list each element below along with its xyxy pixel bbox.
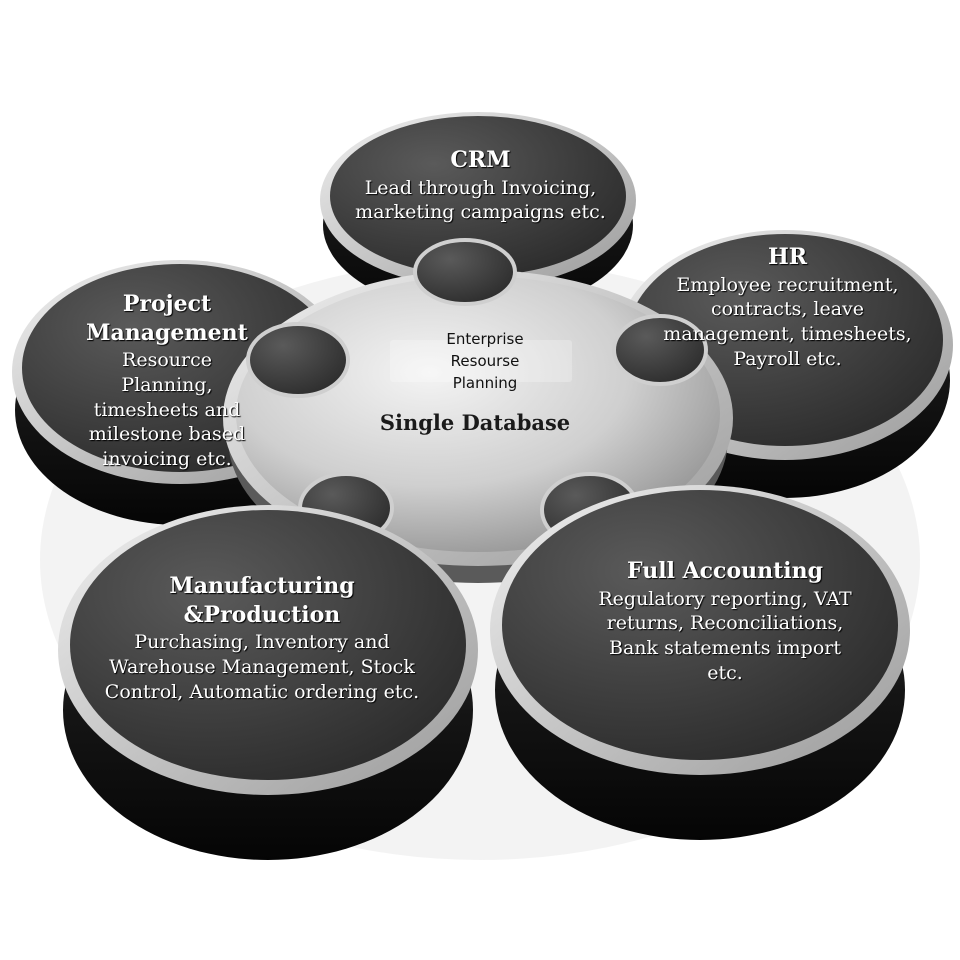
module-manufacturing: Manufacturing &Production Purchasing, In… xyxy=(92,572,432,704)
module-hr: HR Employee recruitment, contracts, leav… xyxy=(655,243,920,371)
module-hr-description: Employee recruitment, contracts, leave m… xyxy=(663,273,912,370)
module-manufacturing-description: Purchasing, Inventory and Warehouse Mana… xyxy=(104,631,420,703)
module-hr-title: HR xyxy=(767,244,808,270)
module-crm-description: Lead through Invoicing, marketing campai… xyxy=(355,176,606,224)
module-project-management: Project Management Resource Planning, ti… xyxy=(42,290,292,472)
center-label: Enterprise Resourse Planning xyxy=(446,330,524,392)
module-crm-title: CRM xyxy=(450,147,511,173)
module-crm: CRM Lead through Invoicing, marketing ca… xyxy=(348,146,613,225)
module-accounting-title: Full Accounting xyxy=(626,558,824,584)
center-subtitle: Single Database xyxy=(379,410,571,435)
module-project-management-title: Project Management xyxy=(86,291,248,346)
module-accounting: Full Accounting Regulatory reporting, VA… xyxy=(590,557,860,685)
petal-accounting xyxy=(490,485,910,840)
module-accounting-description: Regulatory reporting, VAT returns, Recon… xyxy=(598,587,852,684)
petal-crm xyxy=(320,112,636,313)
module-manufacturing-title: Manufacturing &Production xyxy=(169,573,355,628)
petal-manufacturing xyxy=(58,505,478,860)
module-project-management-description: Resource Planning, timesheets and milest… xyxy=(88,349,246,470)
